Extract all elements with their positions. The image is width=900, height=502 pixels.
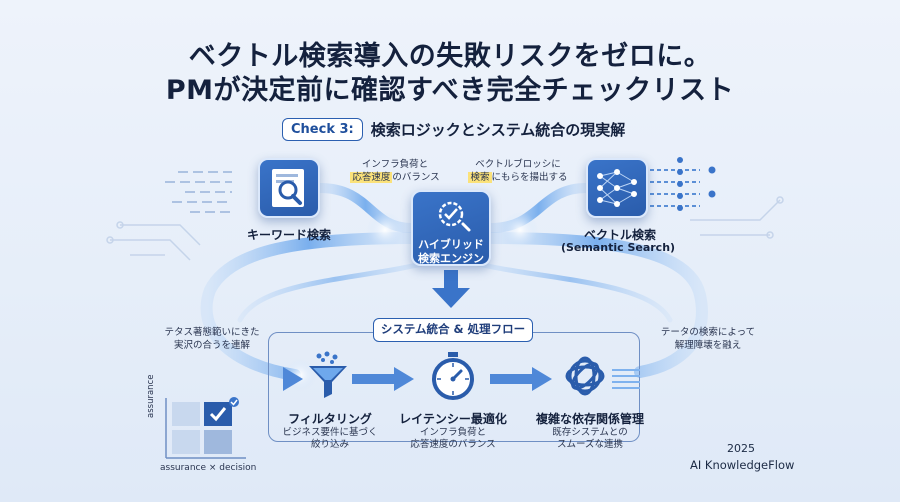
matrix-y-label: assurance	[146, 374, 156, 418]
note-left-line2: 実沢の合うを連解	[173, 340, 250, 351]
note-top-right: ベクトルブロッシに 検索にもらを揚出する	[458, 158, 578, 184]
vector-search-node	[586, 158, 648, 218]
stream-lines-icon	[612, 369, 640, 389]
hybrid-engine-node	[411, 190, 491, 266]
engine-label-line1: ハイブリッド	[418, 238, 484, 251]
note-left-line1: テタス著態範いにきた	[164, 327, 260, 338]
step-filtering-title: フィルタリング	[288, 412, 372, 426]
step-dependency-sub2: スムーズな連携	[556, 439, 624, 450]
keyword-search-node	[258, 158, 320, 218]
note-top-left-line2: 応答速度のバランス	[340, 171, 450, 184]
matrix-x-label: assurance × decision	[160, 463, 257, 473]
check-heading: Check 3: 検索ロジックとシステム統合の現実解	[282, 118, 625, 141]
page-title-line2: PMが決定前に確認すべき完全チェックリスト	[165, 75, 735, 106]
note-top-left-rest: のバランス	[392, 172, 440, 183]
engine-label-line2: 検索エンジン	[418, 252, 484, 265]
step-filtering-sub1: ビジネス要件に基づく	[282, 427, 378, 438]
step-dependency-sub1: 既存システムとの	[552, 427, 628, 438]
knot-icon	[565, 356, 605, 396]
step-latency-sub2: 応答速度のバランス	[410, 439, 496, 450]
note-top-left-line1: インフラ負荷と	[361, 159, 429, 170]
note-right: テータの検索によって 解理障壊を融え	[648, 326, 768, 352]
step-latency-title: レイテンシー最適化	[399, 412, 507, 426]
stopwatch-icon	[432, 352, 474, 400]
note-top-left: インフラ負荷と 応答速度のバランス	[340, 158, 450, 184]
note-right-line2: 解理障壊を融え	[674, 340, 742, 351]
note-top-right-line2: 検索にもらを揚出する	[458, 171, 578, 184]
step-latency-sub1: インフラ負荷と	[419, 427, 487, 438]
step-dependency-title: 複雑な依存関係管理	[535, 412, 644, 426]
page-title-line1: ベクトル検索導入の失敗リスクをゼロに。	[188, 41, 712, 72]
check-badge: Check 3:	[282, 118, 363, 141]
neural-network-icon	[597, 169, 637, 207]
note-right-line1: テータの検索によって	[660, 327, 756, 338]
vector-search-sublabel: (Semantic Search)	[560, 241, 676, 254]
step-filtering-sub2: 絞り込み	[310, 439, 349, 450]
vector-search-label: ベクトル検索	[583, 228, 656, 242]
funnel-icon	[309, 351, 347, 398]
decision-matrix-icon	[165, 397, 246, 459]
magnifier-document-icon	[272, 169, 304, 207]
flow-header: システム統合 & 処理フロー	[373, 318, 533, 342]
footer-year: 2025	[727, 442, 755, 455]
check-heading-text: 検索ロジックとシステム統合の現実解	[370, 121, 626, 139]
note-top-left-highlight: 応答速度	[350, 172, 393, 183]
gear-check-icon	[438, 201, 471, 232]
keyword-search-label: キーワード検索	[246, 228, 331, 242]
note-top-right-highlight: 検索	[468, 172, 492, 183]
note-left: テタス著態範いにきた 実沢の合うを連解	[152, 326, 272, 352]
footer-brand: AI KnowledgeFlow	[690, 458, 795, 472]
note-top-right-rest: にもらを揚出する	[491, 172, 568, 183]
note-top-right-line1: ベクトルブロッシに	[475, 159, 561, 170]
